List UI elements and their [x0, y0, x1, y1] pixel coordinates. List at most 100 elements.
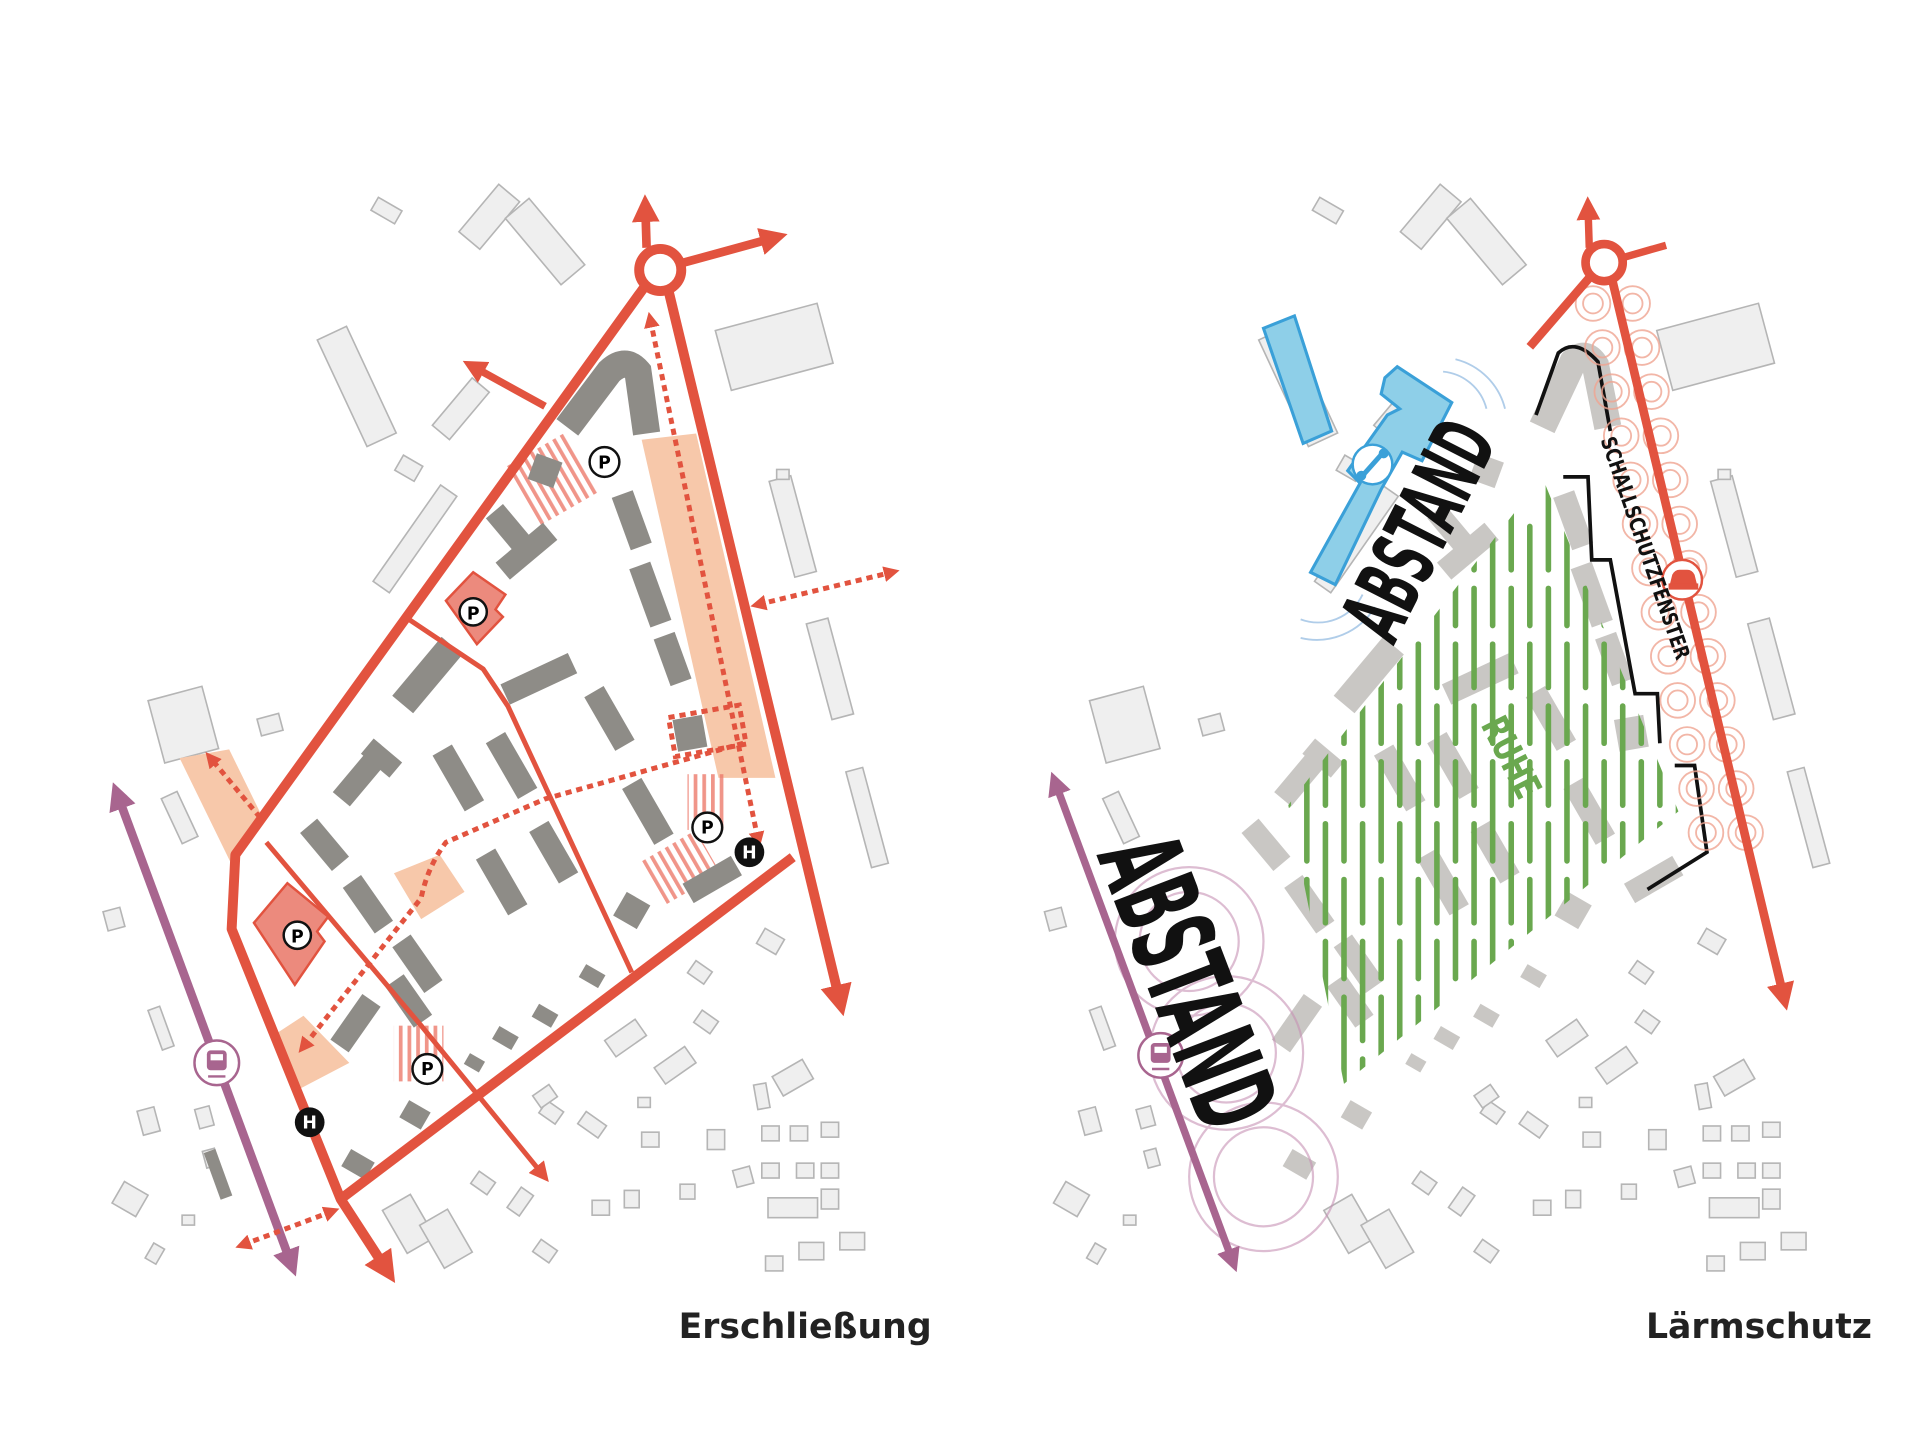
context-building	[1786, 766, 1831, 869]
context-building	[1702, 1162, 1722, 1179]
context-building	[1620, 1183, 1638, 1200]
context-building	[755, 927, 786, 956]
panel-title-erschliessung: Erschließung	[679, 1307, 932, 1347]
context-building	[1708, 1197, 1760, 1219]
context-building	[531, 1238, 559, 1264]
context-building	[316, 325, 398, 448]
context-building	[1730, 1125, 1750, 1142]
context-building	[731, 1165, 755, 1189]
planned-building	[342, 875, 394, 934]
context-building	[1717, 468, 1732, 481]
planned-building	[1274, 749, 1328, 807]
context-building	[136, 1105, 162, 1137]
context-building	[637, 1096, 652, 1109]
context-building	[371, 483, 458, 594]
bus-stop-label: H	[302, 1114, 317, 1134]
parking-area	[642, 830, 721, 905]
context-building	[1052, 1180, 1091, 1218]
planned-building	[1623, 855, 1684, 904]
planned-building	[584, 686, 635, 751]
context-building	[1761, 1162, 1781, 1179]
planned-building	[1282, 1148, 1317, 1180]
context-building	[768, 474, 818, 579]
planned-building	[495, 522, 558, 580]
context-building	[640, 1131, 660, 1148]
context-building	[1472, 1238, 1500, 1264]
planned-building	[332, 749, 386, 807]
parking-garage-label: P	[291, 928, 304, 948]
context-building	[764, 1255, 784, 1272]
context-building	[1780, 1231, 1807, 1251]
context-building	[1077, 1105, 1103, 1137]
context-building	[110, 1180, 150, 1218]
context-building	[706, 1128, 726, 1151]
parking-icon: P	[588, 445, 621, 479]
building-curved	[556, 350, 661, 436]
planned-building	[341, 1148, 375, 1180]
parking-label: P	[598, 453, 611, 473]
context-building	[1694, 1082, 1713, 1111]
planned-building	[1520, 964, 1547, 989]
context-building	[752, 1082, 771, 1111]
planned-building	[463, 1053, 486, 1073]
context-building	[692, 1009, 720, 1035]
parking-garage-icon	[458, 597, 489, 627]
context-building	[1472, 1083, 1500, 1110]
footpath-crossing	[750, 566, 900, 611]
context-building	[1411, 1170, 1439, 1196]
planned-building	[492, 1026, 519, 1051]
parking-garage-icon	[282, 920, 313, 951]
context-building	[714, 302, 835, 392]
context-building	[1544, 1018, 1589, 1058]
planned-building	[613, 891, 651, 930]
planned-building	[1405, 1053, 1427, 1073]
panel-erschliessung: P P P P P H H Erschließung	[109, 194, 932, 1347]
context-building	[1582, 1131, 1602, 1148]
main-road-west	[226, 284, 649, 1283]
context-building	[1088, 685, 1161, 764]
parking-icon: P	[411, 1052, 444, 1086]
planned-building	[485, 732, 538, 799]
planned-building	[475, 848, 528, 916]
context-building	[1122, 1214, 1137, 1226]
context-building	[504, 197, 586, 286]
context-building	[418, 1208, 474, 1270]
planned-building	[1468, 453, 1504, 489]
train-icon	[193, 1039, 241, 1087]
context-building	[1088, 1005, 1117, 1052]
context-building	[1761, 1188, 1781, 1210]
road-north	[1576, 196, 1601, 248]
planned-building	[1570, 561, 1613, 628]
road-northeast	[1621, 241, 1668, 262]
context-building	[839, 1231, 866, 1251]
planned-building	[392, 636, 463, 714]
parking-label: P	[421, 1060, 434, 1080]
planned-building	[531, 1003, 559, 1028]
planned-building	[360, 738, 403, 778]
railway-line	[109, 782, 300, 1277]
footpath-loop	[665, 702, 749, 760]
context-building	[653, 1045, 698, 1086]
context-building	[679, 1183, 696, 1200]
train-icon	[1137, 1031, 1185, 1079]
planned-building	[1241, 818, 1291, 871]
planned-building	[629, 561, 672, 628]
context-building	[457, 183, 521, 251]
planned-building	[392, 934, 443, 993]
context-building	[1673, 1165, 1697, 1189]
main-road-east	[1608, 281, 1795, 1011]
footpath-diagonal	[298, 740, 744, 1053]
context-building	[767, 1197, 819, 1219]
context-building	[369, 196, 404, 225]
context-building	[1564, 1189, 1582, 1209]
label-quiet: RUHE	[1472, 709, 1550, 806]
context-building	[1517, 1110, 1550, 1140]
context-building	[1101, 790, 1141, 845]
context-building	[1702, 1125, 1722, 1142]
planned-building	[1333, 636, 1404, 714]
context-building	[1085, 1241, 1108, 1266]
noise-waves-workshop	[1300, 358, 1506, 641]
context-building	[181, 1214, 196, 1226]
planned-building	[578, 964, 606, 989]
planned-building	[1441, 653, 1519, 705]
